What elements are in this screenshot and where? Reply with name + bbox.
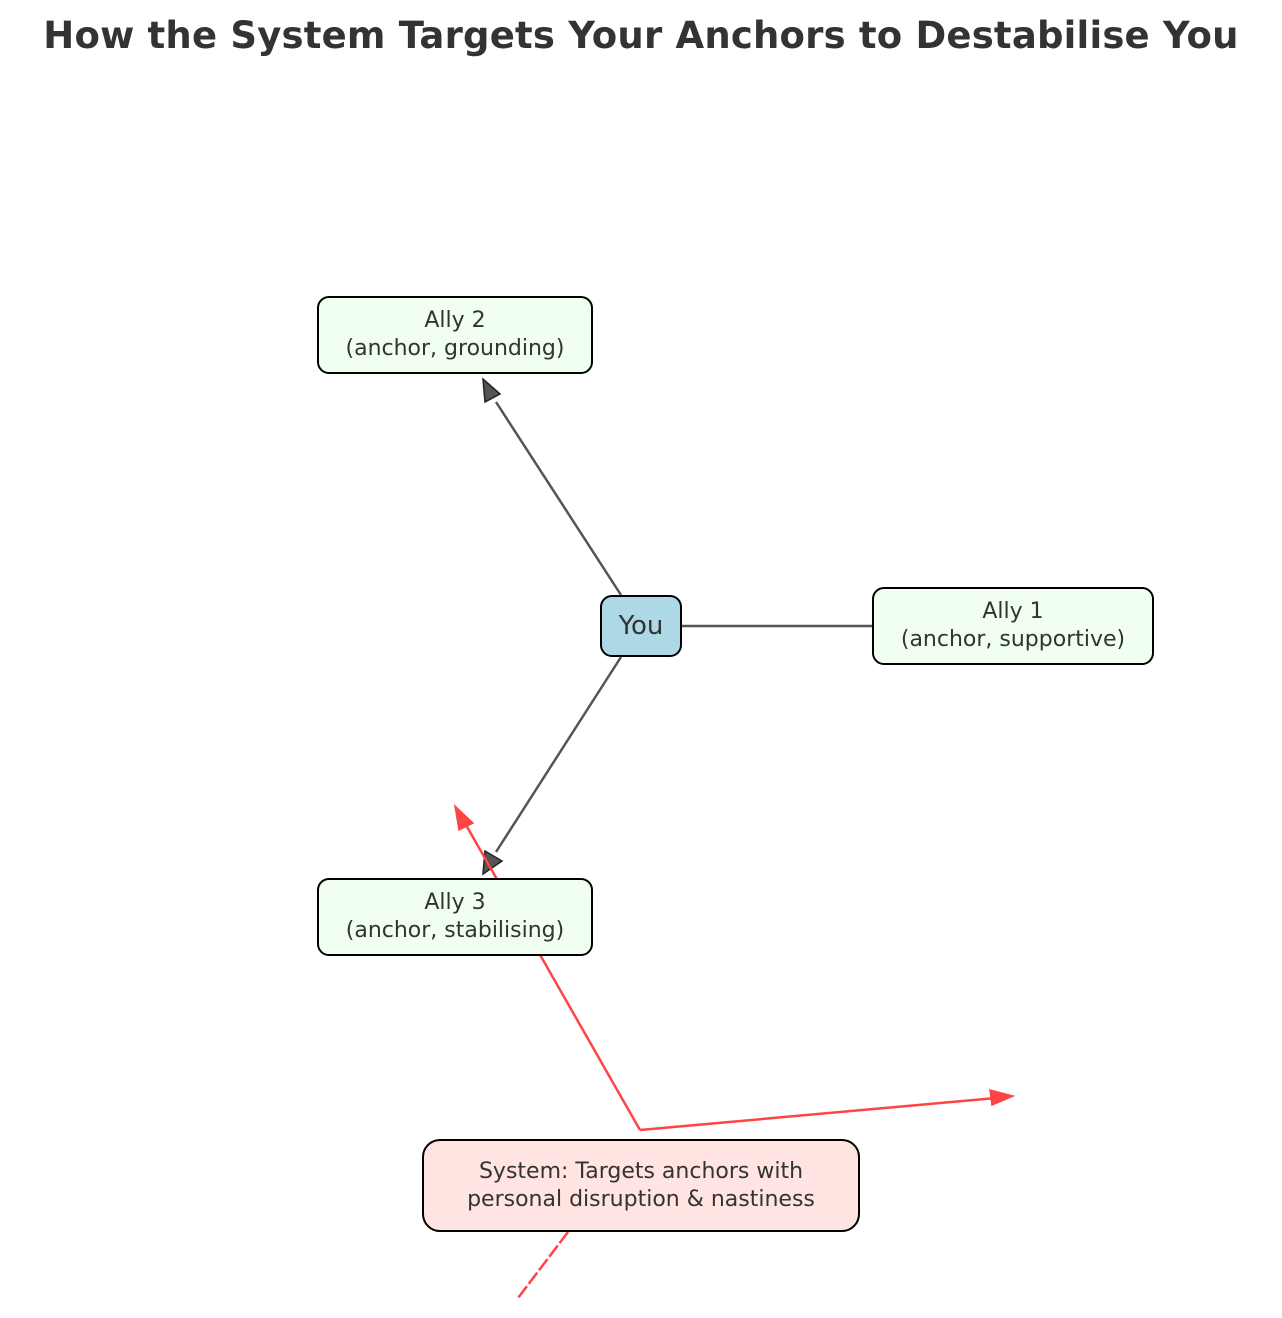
edge-you-ally2-arrowhead bbox=[482, 377, 502, 404]
edge-system-ally2-arrowhead bbox=[453, 803, 475, 832]
node-ally-2-role: (anchor, grounding) bbox=[345, 336, 565, 361]
node-ally-3-role: (anchor, stabilising) bbox=[345, 918, 565, 943]
node-ally-2[interactable]: Ally 2 (anchor, grounding) bbox=[317, 296, 593, 374]
node-system-line-2: personal disruption & nastiness bbox=[467, 1186, 815, 1212]
edge-system-ally3 bbox=[517, 1231, 569, 1299]
node-you[interactable]: You bbox=[600, 595, 682, 657]
node-ally-1-role: (anchor, supportive) bbox=[900, 627, 1126, 652]
node-system[interactable]: System: Targets anchors with personal di… bbox=[422, 1139, 860, 1232]
node-system-line-1: System: Targets anchors with bbox=[478, 1158, 804, 1184]
node-ally-1[interactable]: Ally 1 (anchor, supportive) bbox=[872, 587, 1154, 665]
node-you-label: You bbox=[618, 611, 664, 641]
edge-you-ally2 bbox=[494, 401, 623, 596]
node-ally-3[interactable]: Ally 3 (anchor, stabilising) bbox=[317, 878, 593, 956]
edge-system-ally2 bbox=[460, 817, 642, 1131]
node-ally-2-name: Ally 2 bbox=[424, 308, 486, 333]
edge-system-ally1 bbox=[639, 1096, 997, 1132]
edge-you-ally3 bbox=[494, 656, 623, 853]
node-ally-1-name: Ally 1 bbox=[982, 599, 1044, 624]
node-ally-3-name: Ally 3 bbox=[424, 890, 486, 915]
edge-you-ally3-arrowhead bbox=[482, 849, 504, 876]
edge-system-ally1-arrowhead bbox=[989, 1088, 1016, 1107]
diagram-title: How the System Targets Your Anchors to D… bbox=[43, 14, 1239, 57]
